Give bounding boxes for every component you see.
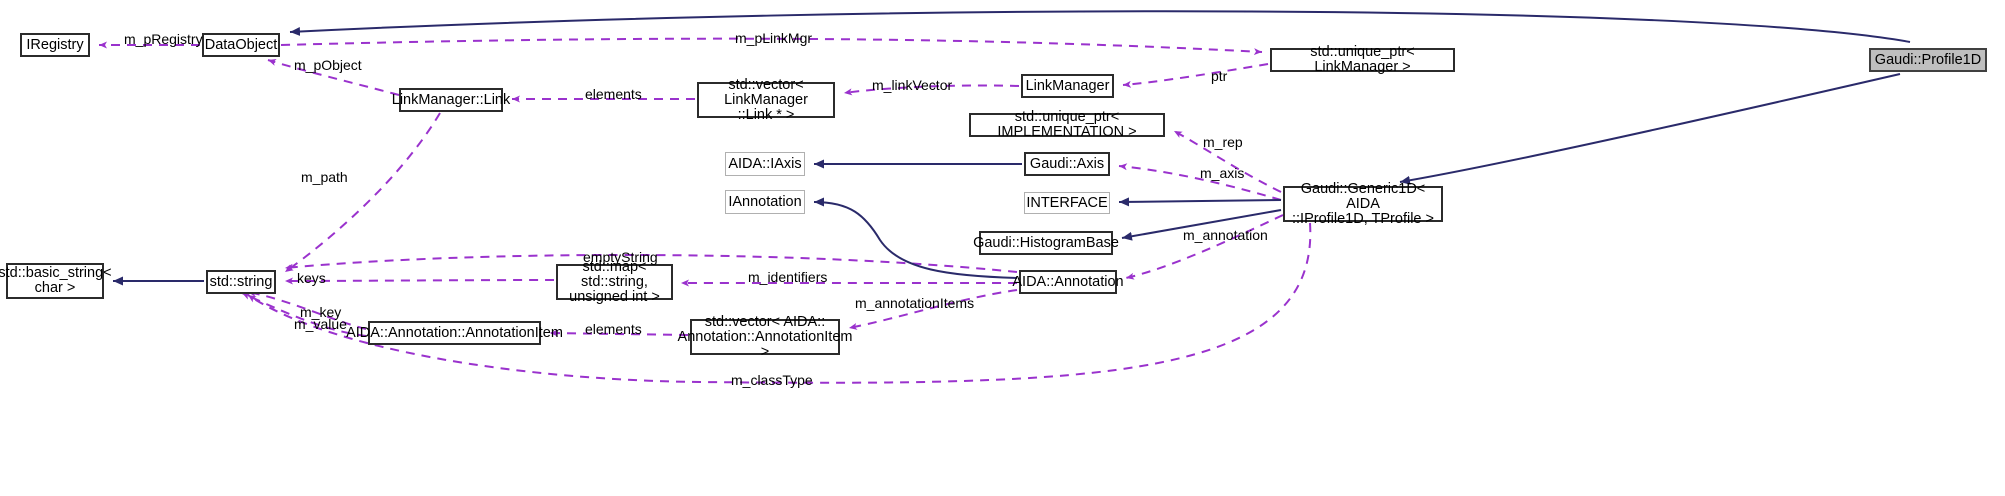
class-node-uniqueptrimpl[interactable]: std::unique_ptr< IMPLEMENTATION > xyxy=(969,110,1165,140)
edge-inherit-generic1d xyxy=(1399,73,1901,185)
edge-label-m_axis: m_axis xyxy=(1200,165,1245,181)
edge-ptr-linkmanager xyxy=(1122,63,1269,88)
edge-label-m_pLinkMgr: m_pLinkMgr xyxy=(735,30,813,46)
class-node-iannotation[interactable]: IAnnotation xyxy=(725,190,805,214)
edge-label-elements_item: elements xyxy=(585,321,642,337)
edge-inherit-dataobject xyxy=(289,10,1911,43)
class-node-histogrambase[interactable]: Gaudi::HistogramBase xyxy=(973,231,1119,255)
class-node-linkmanager[interactable]: LinkManager xyxy=(1021,74,1114,98)
class-node-aidaannotation[interactable]: AIDA::Annotation xyxy=(1012,270,1124,294)
class-node-generic1d[interactable]: Gaudi::Generic1D< AIDA ::IProfile1D, TPr… xyxy=(1283,181,1443,226)
class-node-linkmanagerlink[interactable]: LinkManager::Link xyxy=(392,88,510,112)
edge-label-m_annotation: m_annotation xyxy=(1183,227,1268,243)
edge-label-elements_link: elements xyxy=(585,86,642,102)
class-node-vectoritem[interactable]: std::vector< AIDA:: Annotation::Annotati… xyxy=(677,313,853,360)
class-node-interface[interactable]: INTERFACE xyxy=(1024,192,1110,214)
edge-label-emptyString: emptyString xyxy=(583,249,658,265)
edge-label-m_linkVector: m_linkVector xyxy=(872,77,953,93)
edge-m_annotation xyxy=(1125,214,1284,280)
edge-label-m_classType: m_classType xyxy=(731,372,813,388)
edge-label-m_value: m_value xyxy=(294,316,347,332)
class-node-iaxis[interactable]: AIDA::IAxis xyxy=(725,152,805,176)
class-node-gaudiaxis[interactable]: Gaudi::Axis xyxy=(1024,152,1110,176)
class-node-dataobject[interactable]: DataObject xyxy=(202,33,280,57)
edge-label-ptr: ptr xyxy=(1211,68,1228,84)
class-node-uniqueptrlm[interactable]: std::unique_ptr< LinkManager > xyxy=(1270,45,1455,75)
edge-label-m_rep: m_rep xyxy=(1203,134,1243,150)
edge-inherit-interface xyxy=(1118,197,1282,207)
edge-label-m_identifiers: m_identifiers xyxy=(748,269,828,285)
class-node-profile1d[interactable]: Gaudi::Profile1D xyxy=(1869,48,1987,72)
class-node-vectorlink[interactable]: std::vector< LinkManager ::Link * > xyxy=(697,77,835,122)
class-node-basicstring[interactable]: std::basic_string< char > xyxy=(0,263,112,299)
edge-label-m_pRegistry: m_pRegistry xyxy=(124,31,203,47)
edge-label-m_annotationItems: m_annotationItems xyxy=(855,295,975,311)
edge-label-m_path: m_path xyxy=(301,169,348,185)
class-node-annotationitem[interactable]: AIDA::Annotation::AnnotationItem xyxy=(346,321,563,345)
edge-label-m_pObject: m_pObject xyxy=(294,57,362,73)
edge-m_path xyxy=(284,112,441,273)
edge-label-keys: keys xyxy=(297,270,326,286)
class-node-stdstring[interactable]: std::string xyxy=(206,270,276,294)
class-node-iregistry[interactable]: IRegistry xyxy=(20,33,90,57)
class-node-mapstring[interactable]: std::map< std::string, unsigned int > xyxy=(556,259,673,304)
